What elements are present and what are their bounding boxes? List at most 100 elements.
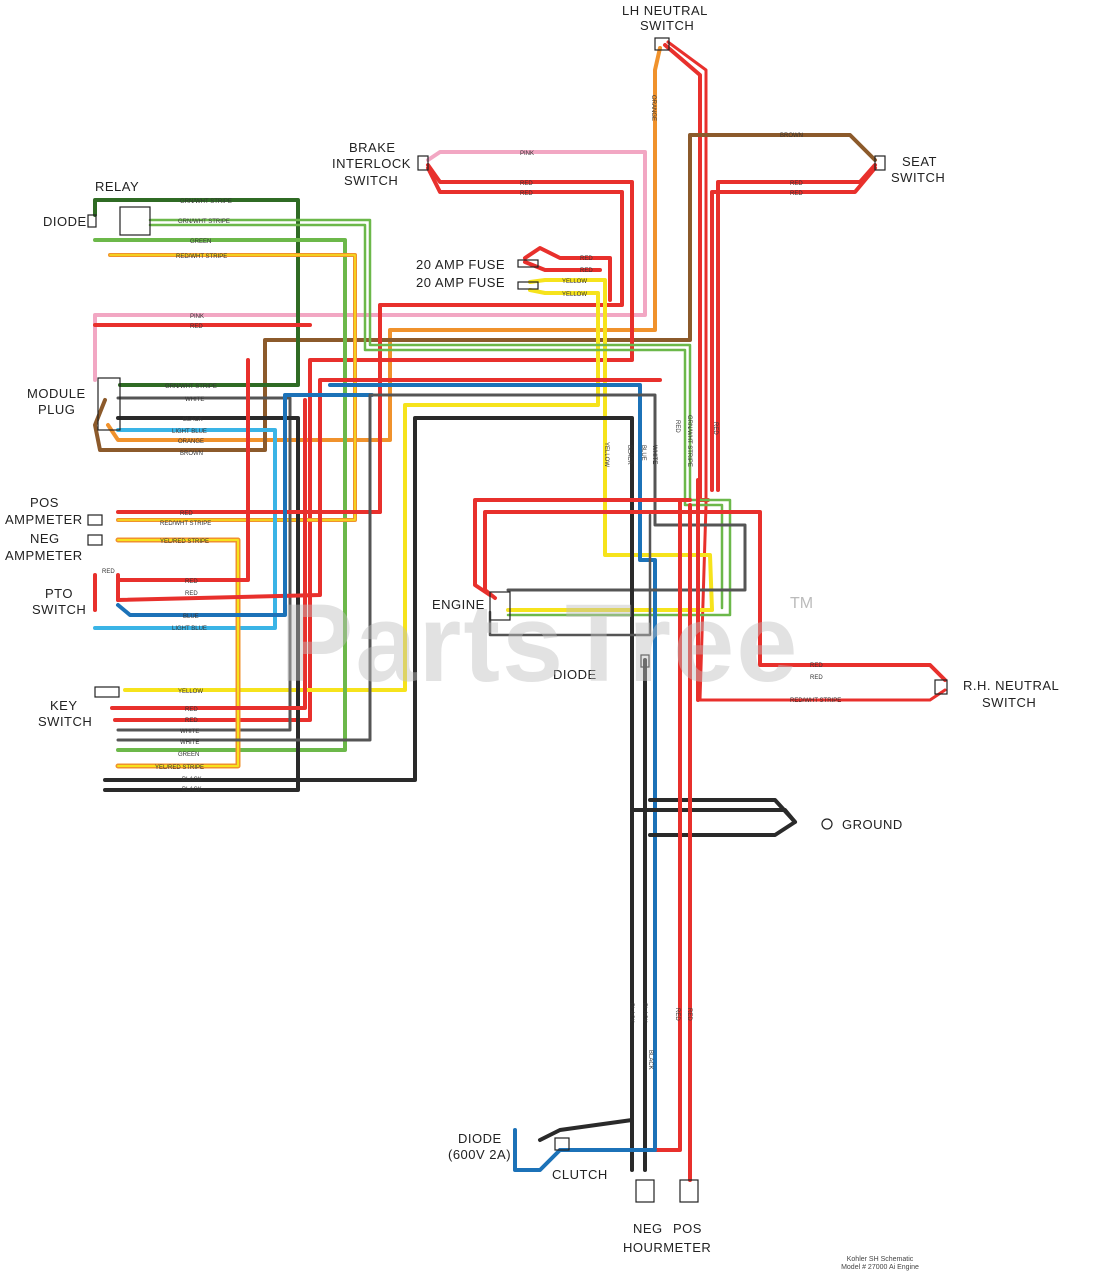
- tag-pink-module: PINK: [190, 314, 204, 320]
- wire-yellowred-amp-i: [117, 539, 239, 767]
- tag-red-wht-relay: RED/WHT STRIPE: [176, 254, 227, 260]
- wire-lightblue-module: [93, 428, 277, 630]
- wire-red-lh-2: [666, 40, 947, 702]
- lh-neutral-connector: [654, 37, 670, 51]
- ground-terminal: [821, 818, 833, 830]
- module-plug-body: [97, 377, 121, 431]
- label-neg-amp-1: NEG: [30, 531, 60, 546]
- wire-black-module: [103, 416, 300, 792]
- tag-grn-wht-module: GRN/WHT STRIPE: [165, 384, 217, 390]
- wire-red-pto-2: [116, 378, 662, 602]
- component-labels: LH NEUTRAL SWITCH BRAKE INTERLOCK SWITCH…: [5, 3, 1059, 1255]
- label-module-1: MODULE: [27, 386, 86, 401]
- tag-grn-wht-vert: GRN/WHT STRIPE: [686, 415, 692, 467]
- relay-body: [119, 206, 151, 236]
- tag-orange-lh: ORANGE: [650, 95, 656, 121]
- diode-mid-symbol: [640, 654, 650, 668]
- tag-red-rh-1: RED: [810, 663, 823, 669]
- tag-green-relay: GREEN: [190, 239, 211, 245]
- label-rh-neutral-1: R.H. NEUTRAL: [963, 678, 1059, 693]
- label-diode-left: DIODE: [43, 214, 87, 229]
- wire-red-engine-2: [483, 510, 947, 682]
- tag-brown-seat: BROWN: [780, 133, 803, 139]
- wire-green-2: [93, 238, 347, 752]
- tag-red-bottom-1: RED: [674, 1008, 680, 1021]
- wire-brown: [93, 133, 877, 452]
- label-fuse1: 20 AMP FUSE: [416, 257, 505, 272]
- tag-white-vert: WHITE: [651, 445, 657, 464]
- label-rh-neutral-2: SWITCH: [982, 695, 1036, 710]
- diode-left-symbol: [87, 214, 97, 228]
- wire-yellow-fuse-2: [123, 288, 600, 692]
- tag-lightblue-module: LIGHT BLUE: [172, 429, 207, 435]
- tag-red-seat-1: RED: [790, 181, 803, 187]
- label-brake-1: BRAKE: [349, 140, 396, 155]
- tag-red-wht-rh: RED/WHT STRIPE: [790, 698, 841, 704]
- wire-red-fuse-2: [523, 260, 602, 272]
- wire-red-brake-2: [378, 166, 624, 514]
- label-module-2: PLUG: [38, 402, 75, 417]
- tag-red-seat-2: RED: [790, 191, 803, 197]
- wire-red-seat-1: [716, 163, 877, 492]
- tag-red-module: RED: [190, 324, 203, 330]
- tag-yellow-fuse-1: YELLOW: [562, 279, 587, 285]
- fuse1-symbol: [517, 259, 539, 268]
- tag-yel-red-amp: YEL/RED STRIPE: [160, 539, 209, 545]
- label-hourmeter-neg: NEG: [633, 1221, 663, 1236]
- wire-red-engine: [473, 498, 692, 597]
- watermark: PartsTree: [280, 582, 800, 705]
- wire-black-clutch: [538, 1118, 634, 1142]
- footnote-line-2: Model # 27000 Ai Engine: [841, 1264, 919, 1271]
- neg-amp-connector: [87, 534, 103, 546]
- wire-darkgreen: [93, 198, 300, 387]
- label-pos-amp-1: POS: [30, 495, 59, 510]
- label-lh-neutral-1: LH NEUTRAL: [622, 3, 708, 18]
- footnote-line-1: Kohler SH Schematic: [846, 1256, 914, 1263]
- tag-yellow-key: YELLOW: [178, 689, 203, 695]
- label-clutch: CLUTCH: [552, 1167, 608, 1182]
- tag-grn-wht-2: GRN/WHT STRIPE: [178, 219, 230, 225]
- tag-red-wht-amp: RED/WHT STRIPE: [160, 521, 211, 527]
- tag-red-vert-1: RED: [674, 420, 680, 433]
- label-relay: RELAY: [95, 179, 139, 194]
- components: [87, 37, 948, 1203]
- label-lh-neutral-2: SWITCH: [640, 18, 694, 33]
- label-brake-2: INTERLOCK: [332, 156, 411, 171]
- label-diode-bottom-1: DIODE: [458, 1131, 502, 1146]
- hourmeter-neg: [635, 1179, 655, 1203]
- tag-red-bottom-2: RED: [686, 1008, 692, 1021]
- tag-red-key-1: RED: [185, 707, 198, 713]
- wire-red-brake-1: [113, 163, 634, 722]
- label-neg-amp-2: AMPMETER: [5, 548, 83, 563]
- wire-blue-clutch: [513, 1128, 657, 1172]
- tag-white-key-2: WHITE: [180, 740, 199, 746]
- tag-red-vert-2: RED: [712, 422, 718, 435]
- wire-redyellow-relay-i: [109, 254, 356, 521]
- tag-red-pto-1: RED: [185, 579, 198, 585]
- tag-red-rh-2: RED: [810, 675, 823, 681]
- fuse2-symbol: [517, 281, 539, 290]
- label-hourmeter: HOURMETER: [623, 1240, 711, 1255]
- label-pto-1: PTO: [45, 586, 73, 601]
- tag-grn-wht-1: GRN/WHT STRIPE: [180, 199, 232, 205]
- wire-blue-pto: [116, 393, 374, 617]
- wire-orange-lh: [106, 46, 662, 442]
- trademark-mark: TM: [790, 595, 814, 612]
- tag-white-module: WHITE: [185, 397, 204, 403]
- footnote: Kohler SH Schematic Model # 27000 Ai Eng…: [830, 1256, 930, 1272]
- tag-yellow-fuse-2: YELLOW: [562, 292, 587, 298]
- wire-red-key-1: [110, 398, 307, 710]
- label-fuse2: 20 AMP FUSE: [416, 275, 505, 290]
- rh-neutral-connector: [934, 679, 948, 695]
- tag-red-pto-top: RED: [102, 569, 115, 575]
- wire-red-pto-1: [93, 358, 250, 612]
- engine-block: [489, 591, 511, 621]
- wire-black-key: [103, 416, 634, 1172]
- tag-red-fuse-2: RED: [580, 268, 593, 274]
- tag-green-key: GREEN: [178, 752, 199, 758]
- tag-orange-module: ORANGE: [178, 439, 204, 445]
- tag-red-key-2: RED: [185, 718, 198, 724]
- wire-green-relay: [148, 218, 732, 617]
- label-seat-2: SWITCH: [891, 170, 945, 185]
- label-diode-bottom-2: (600V 2A): [448, 1147, 511, 1162]
